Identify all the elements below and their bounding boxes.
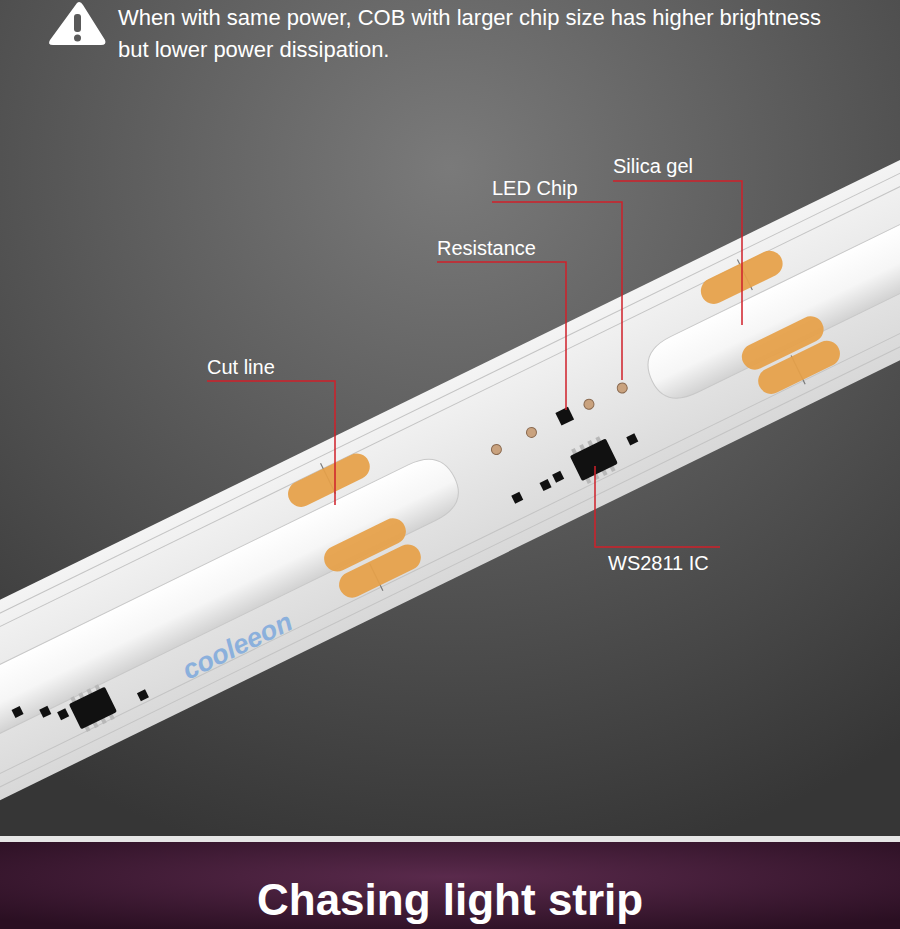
smd-component: [626, 433, 638, 445]
warning-icon: [49, 2, 106, 45]
led-strip: [0, 70, 900, 847]
led-chip: [525, 426, 538, 439]
leader-line: [595, 466, 720, 547]
ic-body: [69, 687, 117, 730]
smd-component: [57, 708, 69, 720]
solder-pad: [284, 449, 374, 511]
ic-chip: [67, 682, 120, 734]
smd-component: [39, 706, 51, 718]
leader-lines: [207, 181, 742, 547]
smd-component: [552, 471, 564, 483]
warning-note: When with same power, COB with larger ch…: [118, 2, 838, 66]
smd-component: [137, 689, 149, 701]
smd-component: [511, 492, 523, 504]
leader-line: [437, 262, 566, 410]
part-name: Resistance: [437, 236, 536, 260]
leader-line: [207, 381, 335, 505]
resistor: [555, 407, 574, 426]
divider: [0, 836, 900, 842]
warning-triangle: [49, 2, 106, 45]
led-chip: [582, 398, 595, 411]
part-name: WS2811 IC: [608, 551, 709, 575]
watermark: cooleeon: [177, 606, 298, 687]
section-heading: Chasing light strip: [257, 876, 643, 924]
ic-body: [570, 438, 618, 481]
part-name: LED Chip: [492, 176, 578, 200]
section-band: [0, 842, 900, 929]
warning-dot: [74, 35, 81, 42]
part-name: Silica gel: [613, 154, 693, 178]
silica-gel-tube: [0, 449, 468, 793]
smd-component: [12, 706, 24, 718]
solder-pad: [335, 540, 425, 602]
leader-line: [613, 181, 742, 325]
ic-chip: [568, 434, 621, 486]
solder-pad: [754, 336, 844, 398]
led-chip: [490, 443, 503, 456]
leader-line: [492, 202, 622, 380]
strip-board: [0, 70, 900, 847]
part-name: Cut line: [207, 355, 275, 379]
led-chip: [616, 381, 629, 394]
smd-component: [540, 479, 552, 491]
warning-mark: [74, 14, 81, 32]
